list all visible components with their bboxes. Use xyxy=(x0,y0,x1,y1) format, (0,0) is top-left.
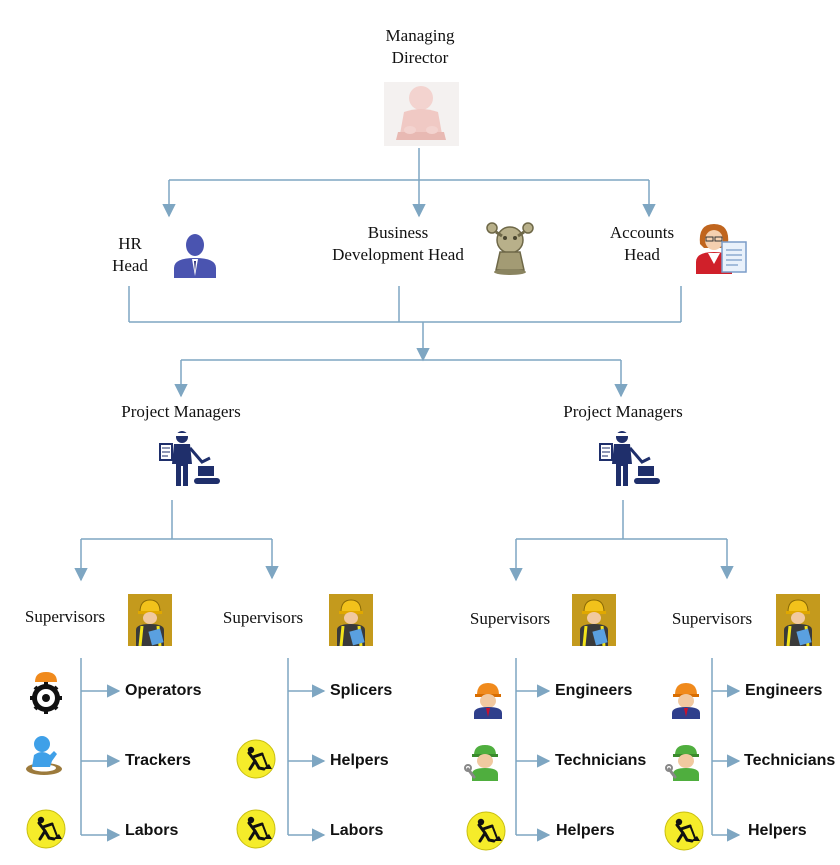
project-managers-label-right: Project Managers xyxy=(563,402,683,421)
bd-head-label-line1: Business xyxy=(367,223,429,242)
accounts-head-label: Accounts Head xyxy=(592,222,692,266)
worker-excavator-icon xyxy=(598,429,662,488)
worker-excavator-icon xyxy=(158,429,222,488)
bd-head-label: Business Development Head xyxy=(318,222,478,266)
hr-head-label-line1: HR xyxy=(118,234,142,253)
gear-operator-icon xyxy=(30,672,62,714)
team-1-member-1: Operators xyxy=(125,682,202,699)
technician-icon xyxy=(664,743,701,783)
digging-worker-icon xyxy=(25,808,67,850)
team-1-member-3: Labors xyxy=(125,822,179,839)
bd-head-label-line2: Development Head xyxy=(332,245,464,264)
project-managers-label-left: Project Managers xyxy=(121,402,241,421)
team-4-member-2: Technicians xyxy=(744,752,836,769)
supervisor-icon xyxy=(126,592,174,648)
supervisor-icon xyxy=(774,592,822,648)
director-label: Managing Director xyxy=(360,25,480,69)
tracker-person-icon xyxy=(26,736,62,775)
hr-head-label-line2: Head xyxy=(112,256,148,275)
team-4-member-3: Helpers xyxy=(748,822,807,839)
accounts-head-label-line2: Head xyxy=(624,245,660,264)
accounts-head-label-line1: Accounts xyxy=(609,223,675,242)
team-4-member-1: Engineers xyxy=(745,682,823,699)
supervisor-icon xyxy=(327,592,375,648)
digging-worker-icon xyxy=(235,738,277,780)
engineer-icon xyxy=(474,683,502,719)
supervisors-label-1: Supervisors xyxy=(24,607,106,626)
hr-head-label: HR Head xyxy=(90,233,170,277)
supervisors-label-2: Supervisors xyxy=(222,608,304,627)
team-1-member-2: Trackers xyxy=(125,752,191,769)
team-3-member-1: Engineers xyxy=(555,682,633,699)
connectors xyxy=(74,148,741,842)
team-2-member-3: Labors xyxy=(330,822,384,839)
digging-worker-icon xyxy=(663,810,705,852)
team-3-member-3: Helpers xyxy=(556,822,615,839)
technician-icon xyxy=(463,743,500,783)
director-label-line1: Managing xyxy=(385,26,455,45)
supervisors-label-3: Supervisors xyxy=(469,609,551,628)
3d-person-icon xyxy=(384,82,459,146)
team-3-member-2: Technicians xyxy=(555,752,647,769)
team-2-member-2: Helpers xyxy=(330,752,389,769)
digging-worker-icon xyxy=(235,808,277,850)
accountant-icon xyxy=(696,224,747,274)
digging-worker-icon xyxy=(465,810,507,852)
engineer-icon xyxy=(672,683,700,719)
robot-figure-icon xyxy=(486,222,534,275)
director-label-line2: Director xyxy=(391,48,449,67)
supervisors-label-4: Supervisors xyxy=(671,609,753,628)
supervisor-icon xyxy=(570,592,618,648)
businessman-icon xyxy=(174,234,216,278)
team-2-member-1: Splicers xyxy=(330,682,393,699)
